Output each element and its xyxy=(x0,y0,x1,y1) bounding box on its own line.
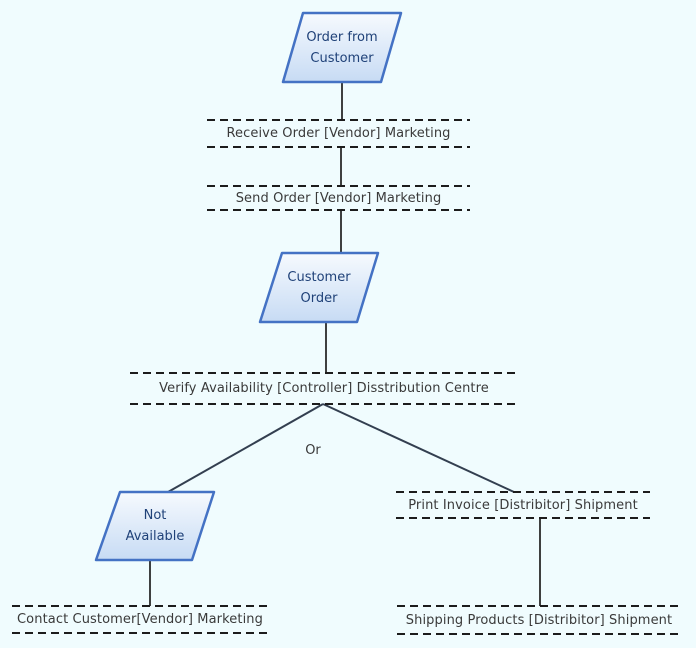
node-label-line: Not xyxy=(143,508,167,523)
activity-label-print-invoice[interactable]: Print Invoice [Distribitor] Shipment xyxy=(408,497,638,513)
node-shape-not-available[interactable] xyxy=(94,490,216,562)
node-label-line: Order xyxy=(300,290,338,306)
activity-label-contact-customer[interactable]: Contact Customer[Vendor] Marketing xyxy=(17,612,263,627)
activity-label-shipping-products[interactable]: Shipping Products [Distribitor] Shipment xyxy=(405,612,673,628)
activity-label-verify-availability[interactable]: Verify Availability [Controller] Disstri… xyxy=(159,381,489,396)
node-label-line: Order from xyxy=(306,29,378,45)
or-branch-right-line xyxy=(322,403,515,493)
activity-label-receive-order[interactable]: Receive Order [Vendor] Marketing xyxy=(226,126,451,141)
node-shape-order-from-customer[interactable] xyxy=(281,11,403,84)
node-label-line: Available xyxy=(125,529,185,544)
node-shape-customer-order[interactable] xyxy=(258,251,380,324)
node-label-order-from-customer: Order from Customer xyxy=(283,13,401,82)
activity-label-send-order[interactable]: Send Order [Vendor] Marketing xyxy=(235,190,442,206)
node-label-line: Customer xyxy=(310,50,374,66)
node-label-not-available: Not Available xyxy=(96,492,214,560)
or-gateway-label: Or xyxy=(305,442,321,458)
node-label-line: Customer xyxy=(287,269,351,285)
or-branch-left-line xyxy=(167,403,324,493)
node-label-customer-order: Customer Order xyxy=(260,253,378,322)
